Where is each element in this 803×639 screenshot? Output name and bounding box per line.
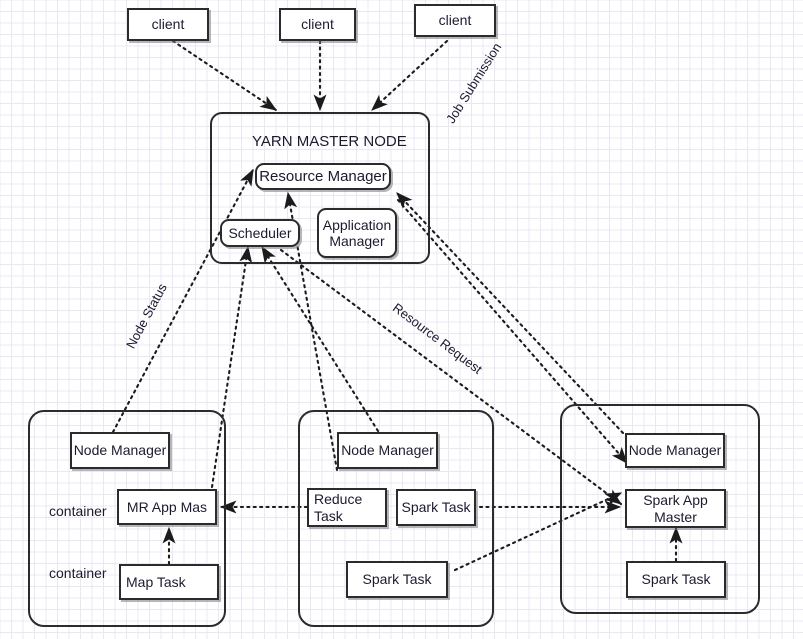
node-manager-box-left[interactable]: Node Manager — [70, 432, 170, 469]
spark-task-box-middle-2[interactable]: Spark Task — [346, 561, 448, 598]
node-status-label: Node Status — [123, 280, 170, 352]
client-box-3[interactable]: client — [414, 4, 496, 37]
node-manager-label: Node Manager — [341, 442, 434, 459]
scheduler-box[interactable]: Scheduler — [220, 219, 300, 247]
client-box-2[interactable]: client — [279, 8, 356, 41]
client-box-1[interactable]: client — [127, 8, 209, 41]
client-label: client — [438, 12, 472, 29]
resource-manager-label: Resource Manager — [259, 167, 387, 185]
node-manager-box-middle[interactable]: Node Manager — [337, 432, 438, 469]
resource-manager-box[interactable]: Resource Manager — [255, 163, 391, 190]
spark-app-master-box[interactable]: Spark App Master — [625, 489, 726, 528]
mr-app-master-box[interactable]: MR App Mas — [117, 489, 217, 525]
job-submission-label: Job Submission — [443, 40, 505, 126]
resource-request-label: Resource Request — [389, 300, 485, 377]
application-manager-box[interactable]: Application Manager — [317, 208, 397, 258]
reduce-task-box[interactable]: Reduce Task — [307, 488, 387, 527]
map-task-label: Map Task — [126, 573, 186, 590]
client-label: client — [151, 16, 185, 33]
scheduler-label: Scheduler — [228, 224, 292, 241]
spark-app-master-label: Spark App Master — [643, 492, 708, 525]
spark-task-box-middle-1[interactable]: Spark Task — [396, 489, 476, 526]
node-manager-box-right[interactable]: Node Manager — [625, 433, 725, 468]
yarn-master-node-container — [210, 112, 430, 264]
node-manager-label: Node Manager — [73, 442, 167, 459]
spark-task-label: Spark Task — [401, 499, 471, 516]
reduce-task-label: Reduce Task — [314, 491, 363, 524]
worker-node-middle-container — [298, 410, 494, 627]
container-label-left-1: container — [49, 503, 107, 519]
yarn-master-node-title: YARN MASTER NODE — [252, 133, 407, 150]
mr-app-master-label: MR App Mas — [126, 498, 208, 515]
node-manager-label: Node Manager — [628, 442, 722, 459]
application-manager-label: Application Manager — [322, 216, 392, 249]
spark-task-label: Spark Task — [362, 571, 432, 588]
map-task-box[interactable]: Map Task — [119, 564, 219, 600]
worker-node-left-container — [28, 410, 226, 627]
spark-task-label: Spark Task — [641, 571, 711, 588]
client-label: client — [301, 16, 334, 33]
spark-task-box-right[interactable]: Spark Task — [626, 561, 726, 598]
worker-node-right-container — [560, 404, 760, 614]
container-label-left-2: container — [49, 565, 107, 581]
